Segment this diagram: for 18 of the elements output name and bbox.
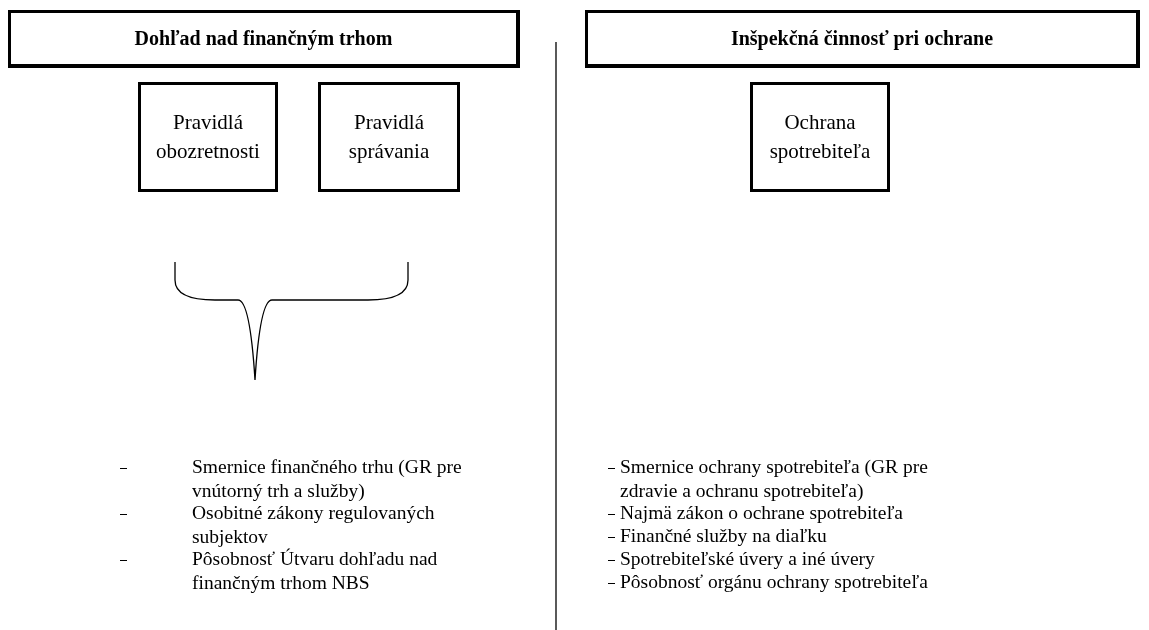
- list-item: Smernice finančného trhu (GR pre vnútorný trh a služby): [192, 455, 462, 503]
- process-box: [318, 82, 460, 192]
- box-label: Ochrana spotrebiteľa: [768, 109, 872, 165]
- title-box: [585, 10, 1140, 68]
- list-item: Osobitné zákony regulovaných subjektov: [192, 501, 436, 548]
- box-label: Inšpekčná činnosť pri ochrane: [730, 27, 994, 50]
- list-item: Smernice ochrany spotrebiteľa (GR pre zdravie a ochranu spotrebiteľa): [620, 455, 929, 503]
- box-label: Pravidlá obozretnosti: [155, 109, 261, 165]
- list-item: Pôsobnosť Útvaru dohľadu nad finančným trhom NBS: [192, 547, 439, 595]
- box-label: Dohľad nad finančným trhom: [134, 27, 393, 50]
- list-item: Najmä zákon o ochrane spotrebiteľa: [620, 501, 904, 525]
- title-box: [8, 10, 520, 68]
- list-item: Spotrebiteľské úvery a iné úvery: [620, 547, 876, 571]
- list-item: Finančné služby na diaľku: [620, 524, 828, 548]
- process-box: [138, 82, 278, 192]
- box-label: Pravidlá správania: [347, 109, 431, 165]
- list-item: Pôsobnosť orgánu ochrany spotrebiteľa: [620, 570, 929, 594]
- process-box: [750, 82, 890, 192]
